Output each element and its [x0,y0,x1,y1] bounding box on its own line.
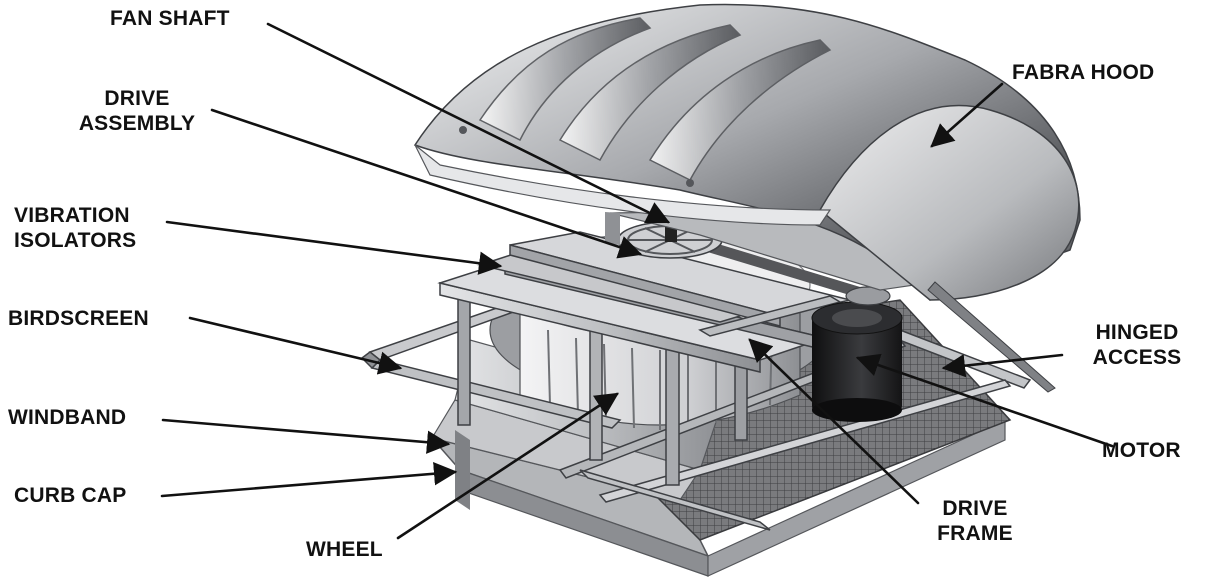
leader-drive-assembly [210,108,643,259]
label-windband: WINDBAND [8,406,127,429]
label-drive-assembly: DRIVE ASSEMBLY [78,87,196,135]
label-fan-shaft: FAN SHAFT [110,7,230,30]
label-motor: MOTOR [1102,439,1181,462]
leader-fan-shaft [266,22,671,224]
motor [811,301,903,422]
fabra-hood [413,3,1081,393]
leader-birdscreen [188,316,403,375]
label-curb-cap: CURB CAP [14,484,127,507]
label-vibration-isolators: VIBRATION ISOLATORS [14,204,137,252]
leader-lines [160,22,1114,540]
leader-fabra-hood [930,82,1004,148]
leader-vibration-isolators [165,220,503,275]
leader-motor [855,353,1114,448]
label-birdscreen: BIRDSCREEN [8,307,149,330]
label-drive-frame: DRIVE FRAME [937,497,1013,545]
drive-frame [437,231,868,486]
label-fabra-hood: FABRA HOOD [1012,61,1155,84]
curb-cap [429,419,1006,577]
leader-wheel [396,392,619,540]
label-hinged-access: HINGED ACCESS [1092,321,1182,369]
leader-drive-frame [748,338,920,505]
leader-curb-cap [160,462,458,498]
leader-hinged-access [941,353,1064,378]
label-wheel: WHEEL [306,538,383,561]
leader-windband [161,418,451,454]
